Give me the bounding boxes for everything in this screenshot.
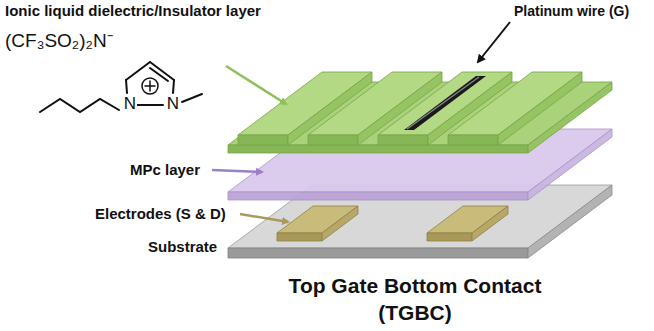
part-label: Platinum wire (G) [514,3,629,19]
leader-arrow [240,214,288,222]
atom-label: N [166,94,180,114]
part-label: Electrodes (S & D) [95,205,226,222]
chemical-formula: (CF₃SO₂)₂N⁻ [5,30,113,52]
leader-arrow [226,66,286,104]
leader-arrow [478,22,510,62]
substrate-slab [228,185,612,258]
layer-label: Substrate [148,238,217,255]
mpc-layer [228,129,612,200]
electrodes [277,206,508,241]
atom-label: N [123,94,137,114]
leader-arrow [212,170,262,172]
layer-label: MPc layer [130,161,200,178]
ionic-liquid-layer [228,72,612,153]
layer-label: Ionic liquid dielectric/Insulator layer [5,2,261,19]
caption: Top Gate Bottom Contact (TGBC) [275,272,555,326]
platinum-wire [404,76,486,130]
